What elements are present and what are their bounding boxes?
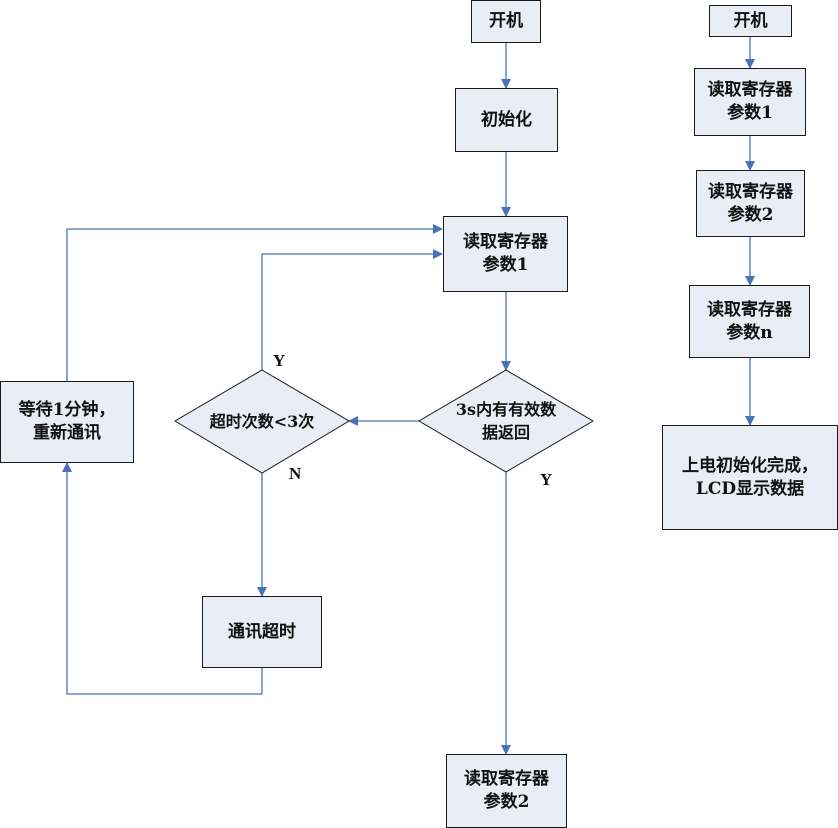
timeout-count-label: 超时次数<3次 (210, 410, 315, 433)
power-on-complete-line1: 上电初始化完成， (682, 455, 818, 478)
read-register-1-box: 读取寄存器 参数1 (443, 216, 568, 292)
right-read-register-n-box: 读取寄存器 参数n (689, 285, 810, 358)
comm-timeout-label: 通讯超时 (228, 621, 296, 644)
valid-data-decision-text: 3s内有有效数 据返回 (419, 370, 593, 472)
valid-data-line1: 3s内有有效数 (456, 398, 556, 421)
init-box: 初始化 (455, 88, 558, 152)
power-on-complete-box: 上电初始化完成， LCD显示数据 (662, 425, 838, 530)
comm-timeout-box: 通讯超时 (202, 596, 322, 668)
wait-retry-box: 等待1分钟， 重新通讯 (0, 381, 134, 463)
start-box: 开机 (471, 0, 541, 43)
read-register-1-line2: 参数1 (483, 254, 529, 277)
timeout-yes-label: Y (273, 351, 285, 371)
valid-data-line2: 据返回 (482, 421, 530, 444)
read-register-2-box: 读取寄存器 参数2 (446, 754, 567, 828)
wait-retry-line1: 等待1分钟， (19, 399, 116, 422)
right-read-1-line2: 参数1 (727, 102, 773, 125)
right-read-2-line2: 参数2 (728, 204, 774, 227)
right-read-1-line1: 读取寄存器 (708, 79, 793, 102)
right-start-box: 开机 (709, 5, 792, 37)
power-on-complete-line2: LCD显示数据 (696, 478, 804, 501)
arrow-timeoutcheck-yes-to-read1 (262, 254, 442, 370)
read-register-1-line1: 读取寄存器 (463, 231, 548, 254)
arrow-wait-to-read1 (67, 229, 442, 381)
right-start-label: 开机 (734, 10, 768, 33)
read-register-2-line1: 读取寄存器 (464, 768, 549, 791)
start-label: 开机 (489, 10, 523, 33)
right-read-2-line1: 读取寄存器 (708, 181, 793, 204)
right-read-n-line2: 参数n (726, 322, 772, 345)
right-read-register-2-box: 读取寄存器 参数2 (696, 170, 805, 237)
valid-yes-label: Y (540, 470, 552, 490)
right-read-register-1-box: 读取寄存器 参数1 (694, 68, 806, 136)
init-label: 初始化 (481, 109, 532, 132)
timeout-count-decision-text: 超时次数<3次 (175, 370, 349, 473)
read-register-2-line2: 参数2 (484, 791, 530, 814)
timeout-no-label: N (289, 464, 301, 484)
right-read-n-line1: 读取寄存器 (707, 299, 792, 322)
wait-retry-line2: 重新通讯 (33, 422, 101, 445)
